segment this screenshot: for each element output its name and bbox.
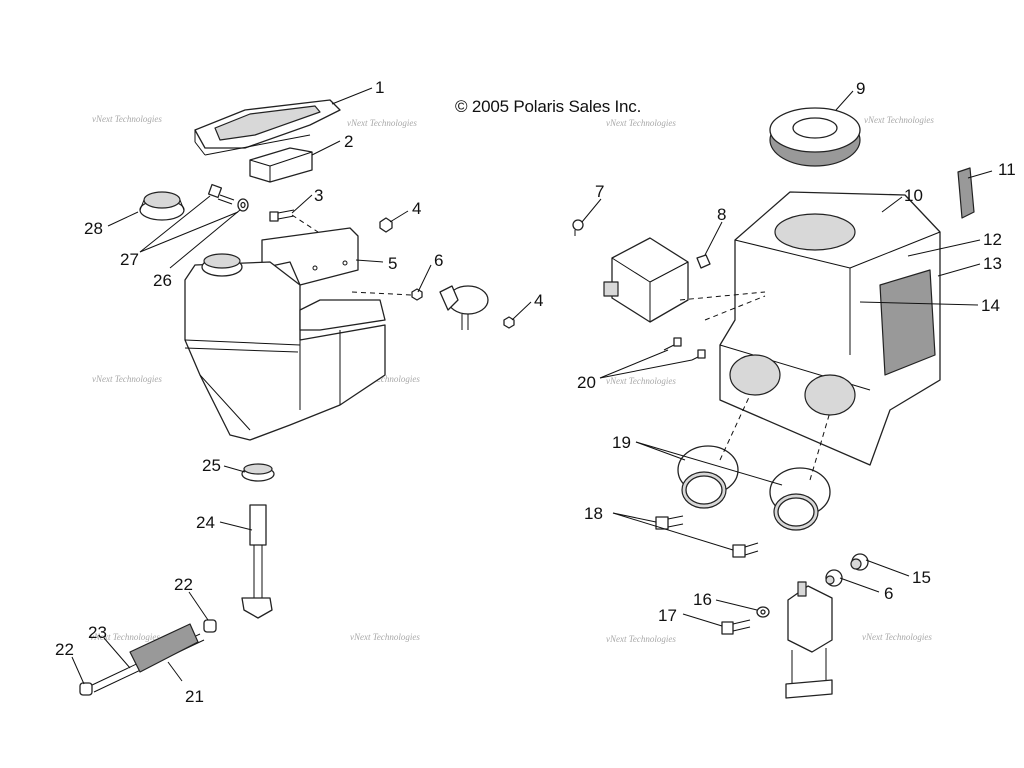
part-6-nut [825,569,843,587]
part-17-bolt [721,619,751,635]
part-18-bolt [655,515,684,530]
fuel-pump [439,285,489,330]
callout-11: 11 [998,160,1016,179]
part-18-bolt [732,542,759,558]
part-21-spring [129,623,199,673]
copyright-text: © 2005 Polaris Sales Inc. [455,97,642,116]
callout-28: 28 [84,219,103,238]
part-4-nut [379,217,393,233]
callout-25: 25 [202,456,221,475]
assembly-lines [291,214,831,481]
callout-9: 9 [856,79,865,98]
callout-21: 21 [185,687,204,706]
callout-14: 14 [981,296,1000,315]
callout-19: 19 [612,433,631,452]
callout-3: 3 [314,186,323,205]
watermark: vNext Technologies [350,374,420,384]
callout-10: 10 [904,186,923,205]
callout-23: 23 [88,623,107,642]
watermark: vNext Technologies [862,632,932,642]
callout-1: 1 [375,78,384,97]
part-20-bolt [663,337,706,361]
part-3-bolt [269,209,295,222]
callout-24: 24 [196,513,215,532]
callout-6: 6 [884,584,893,603]
airbox [719,191,941,466]
coil-bracket [785,581,833,699]
callout-22: 22 [174,575,193,594]
part-22-plug [203,619,217,633]
watermark: vNext Technologies [92,114,162,124]
part-9-ring [769,107,861,167]
watermark: vNext Technologies [864,115,934,125]
part-19-adapter [677,445,739,509]
callout-7: 7 [595,182,604,201]
callout-20: 20 [577,373,596,392]
part-2-block [249,147,313,183]
part-7-screw [572,219,584,236]
callout-8: 8 [717,205,726,224]
watermark: vNext Technologies [606,376,676,386]
part-28-cap [139,191,185,221]
part-15-spacer [850,553,869,571]
callout-17: 17 [658,606,677,625]
leader-lines [71,87,993,685]
callout-13: 13 [983,254,1002,273]
part-27-bolt [207,183,235,205]
callout-16: 16 [693,590,712,609]
part-16-washer [756,606,770,618]
callout-2: 2 [344,132,353,151]
part-22-plug [79,682,93,696]
part-19-adapter [769,467,831,531]
watermark: vNext Technologies [606,118,676,128]
part-1-cover [194,99,341,156]
callout-27: 27 [120,250,139,269]
callout-5: 5 [388,254,397,273]
callout-4: 4 [534,291,543,310]
part-26-washer [237,198,249,212]
watermark: vNext Technologies [350,632,420,642]
callouts: 1 2 3 4 5 6 4 28 27 26 25 24 22 23 22 21… [55,78,1016,706]
watermark: vNext Technologies [347,118,417,128]
callout-22: 22 [55,640,74,659]
callout-18: 18 [584,504,603,523]
part-11-clip [957,167,975,219]
callout-26: 26 [153,271,172,290]
watermark: vNext Technologies [606,634,676,644]
fuel-tank [184,253,386,441]
callout-15: 15 [912,568,931,587]
callout-6: 6 [434,251,443,270]
part-24-fuel-sender [241,504,273,619]
watermark: vNext Technologies [90,632,160,642]
callout-12: 12 [983,230,1002,249]
watermark: vNext Technologies [92,374,162,384]
cdi-module [603,237,689,323]
part-25-grommet [241,463,275,482]
part-4-nut [503,316,515,329]
part-8-clip [696,254,711,269]
callout-4: 4 [412,199,421,218]
part-6-nut [411,288,423,301]
